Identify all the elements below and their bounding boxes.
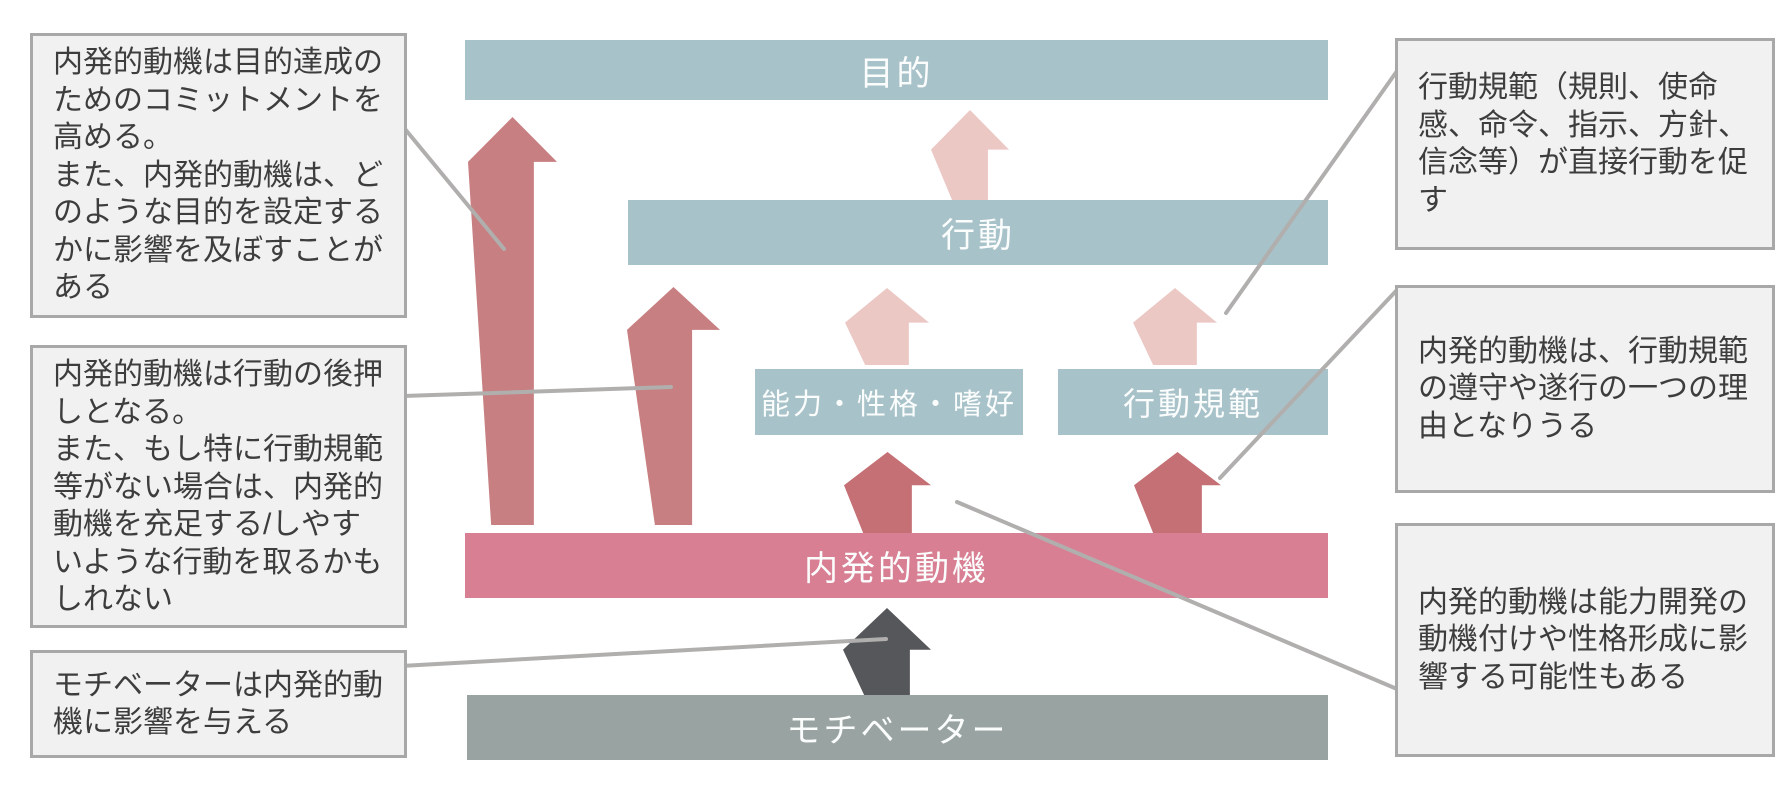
up-arrow-motivator-to-intrinsic-icon: [843, 608, 931, 695]
annotation-text: 内発的動機は能力開発の動機付けや性格形成に影響する可能性もある: [1418, 585, 1748, 694]
up-arrow-intrinsic-to-purpose-icon: [468, 117, 557, 525]
up-arrow-intrinsic-to-norms-icon: [1134, 452, 1221, 533]
annotation-intrinsic-norms-reason: 内発的動機は、行動規範の遵守や遂行の一つの理由となりうる: [1395, 285, 1775, 493]
annotation-text: 内発的動機は行動の後押しとなる。 また、もし特に行動規範等がない場合は、内発的動…: [53, 358, 383, 616]
intrinsic-motivation-bar: 内発的動機: [465, 533, 1328, 598]
connector-left2: [401, 385, 673, 398]
annotation-intrinsic-action: 内発的動機は行動の後押しとなる。 また、もし特に行動規範等がない場合は、内発的動…: [30, 345, 407, 628]
up-arrow-intrinsic-to-action-icon: [627, 287, 720, 525]
annotation-text: 行動規範（規則、使命感、命令、指示、方針、信念等）が直接行動を促す: [1418, 71, 1748, 217]
annotation-text: 内発的動機は、行動規範の遵守や遂行の一つの理由となりうる: [1418, 334, 1748, 443]
up-arrow-norms-to-action-icon: [1133, 288, 1217, 365]
annotation-intrinsic-ability-influence: 内発的動機は能力開発の動機付けや性格形成に影響する可能性もある: [1395, 523, 1775, 757]
intrinsic-label: 内発的動機: [804, 550, 989, 588]
connector-right1: [1224, 69, 1399, 315]
annotation-motivator-influence: モチベーターは内発的動機に影響を与える: [30, 650, 407, 758]
ability-personality-preference-box: 能力・性格・嗜好: [755, 369, 1023, 435]
action-bar: 行動: [628, 200, 1328, 265]
behavior-norms-box: 行動規範: [1058, 369, 1328, 435]
ability-label: 能力・性格・嗜好: [760, 389, 1017, 421]
norms-label: 行動規範: [1122, 386, 1263, 422]
annotation-norms-direct-action: 行動規範（規則、使命感、命令、指示、方針、信念等）が直接行動を促す: [1395, 38, 1775, 250]
motivator-bar: モチベーター: [467, 695, 1328, 760]
purpose-label: 目的: [859, 54, 934, 93]
annotation-text: 内発的動機は目的達成のためのコミットメントを高める。 また、内発的動機は、どのよ…: [53, 46, 383, 304]
motivator-label: モチベーター: [786, 712, 1009, 750]
annotation-intrinsic-purpose: 内発的動機は目的達成のためのコミットメントを高める。 また、内発的動機は、どのよ…: [30, 33, 407, 318]
action-label: 行動: [941, 217, 1015, 255]
connector-left3: [399, 637, 888, 668]
up-arrow-action-to-purpose-icon: [931, 110, 1009, 200]
up-arrow-intrinsic-to-ability-icon: [844, 452, 931, 533]
annotation-text: モチベーターは内発的動機に影響を与える: [53, 668, 383, 740]
up-arrow-ability-to-action-icon: [845, 288, 929, 365]
purpose-bar: 目的: [465, 40, 1328, 100]
